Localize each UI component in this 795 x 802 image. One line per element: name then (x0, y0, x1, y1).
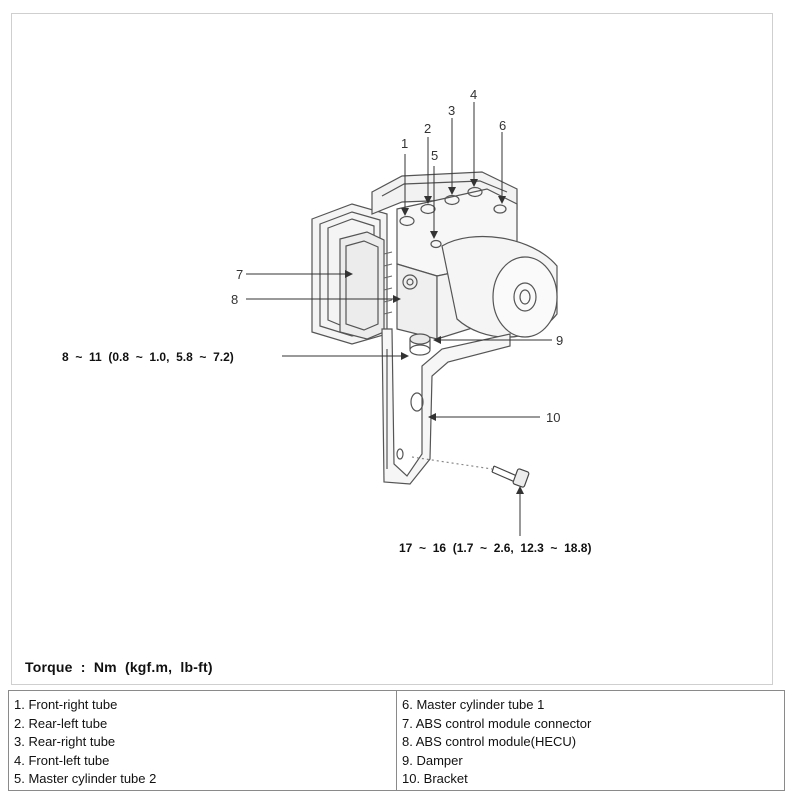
legend-item: 3. Rear-right tube (14, 734, 116, 750)
torque-spec-bracket-bolt: 17 ~ 16 (1.7 ~ 2.6, 12.3 ~ 18.8) (399, 541, 591, 555)
torque-spec-damper: 8 ~ 11 (0.8 ~ 1.0, 5.8 ~ 7.2) (62, 350, 234, 364)
abs-unit-diagram: 1 2 5 3 4 6 7 8 9 10 8 ~ 11 (0.8 ~ 1.0, … (62, 87, 591, 555)
callout-4: 4 (470, 87, 477, 102)
callout-9: 9 (556, 333, 563, 348)
legend-item: 7. ABS control module connector (402, 715, 592, 731)
legend-item: 5. Master cylinder tube 2 (14, 771, 157, 787)
callout-5: 5 (431, 148, 438, 163)
abs-unit-drawing (311, 171, 558, 488)
legend-item: 4. Front-left tube (14, 752, 110, 768)
callout-7: 7 (236, 267, 243, 282)
bracket-bolt (491, 465, 530, 488)
callout-1: 1 (401, 136, 408, 151)
legend-item: 8. ABS control module(HECU) (402, 734, 577, 750)
callout-3: 3 (448, 103, 455, 118)
legend-item: 6. Master cylinder tube 1 (402, 697, 545, 712)
callout-10: 10 (546, 410, 560, 425)
legend-column-right: 6. Master cylinder tube 1 7. ABS control… (396, 691, 784, 790)
connector-pins (383, 251, 393, 315)
legend-item: 2. Rear-left tube (14, 715, 108, 731)
parts-legend-table: 1. Front-right tube 2. Rear-left tube 3.… (8, 690, 785, 791)
legend-item: 9. Damper (402, 752, 463, 768)
torque-unit-note: Torque : Nm (kgf.m, lb-ft) (25, 659, 213, 675)
legend-column-left: 1. Front-right tube 2. Rear-left tube 3.… (9, 691, 396, 790)
callout-6: 6 (499, 118, 506, 133)
callout-8: 8 (231, 292, 238, 307)
legend-item: 10. Bracket (402, 771, 468, 787)
callout-2: 2 (424, 121, 431, 136)
leader-lines (246, 102, 552, 536)
figure-frame: 1 2 5 3 4 6 7 8 9 10 8 ~ 11 (0.8 ~ 1.0, … (11, 13, 773, 685)
legend-item: 1. Front-right tube (14, 697, 118, 712)
